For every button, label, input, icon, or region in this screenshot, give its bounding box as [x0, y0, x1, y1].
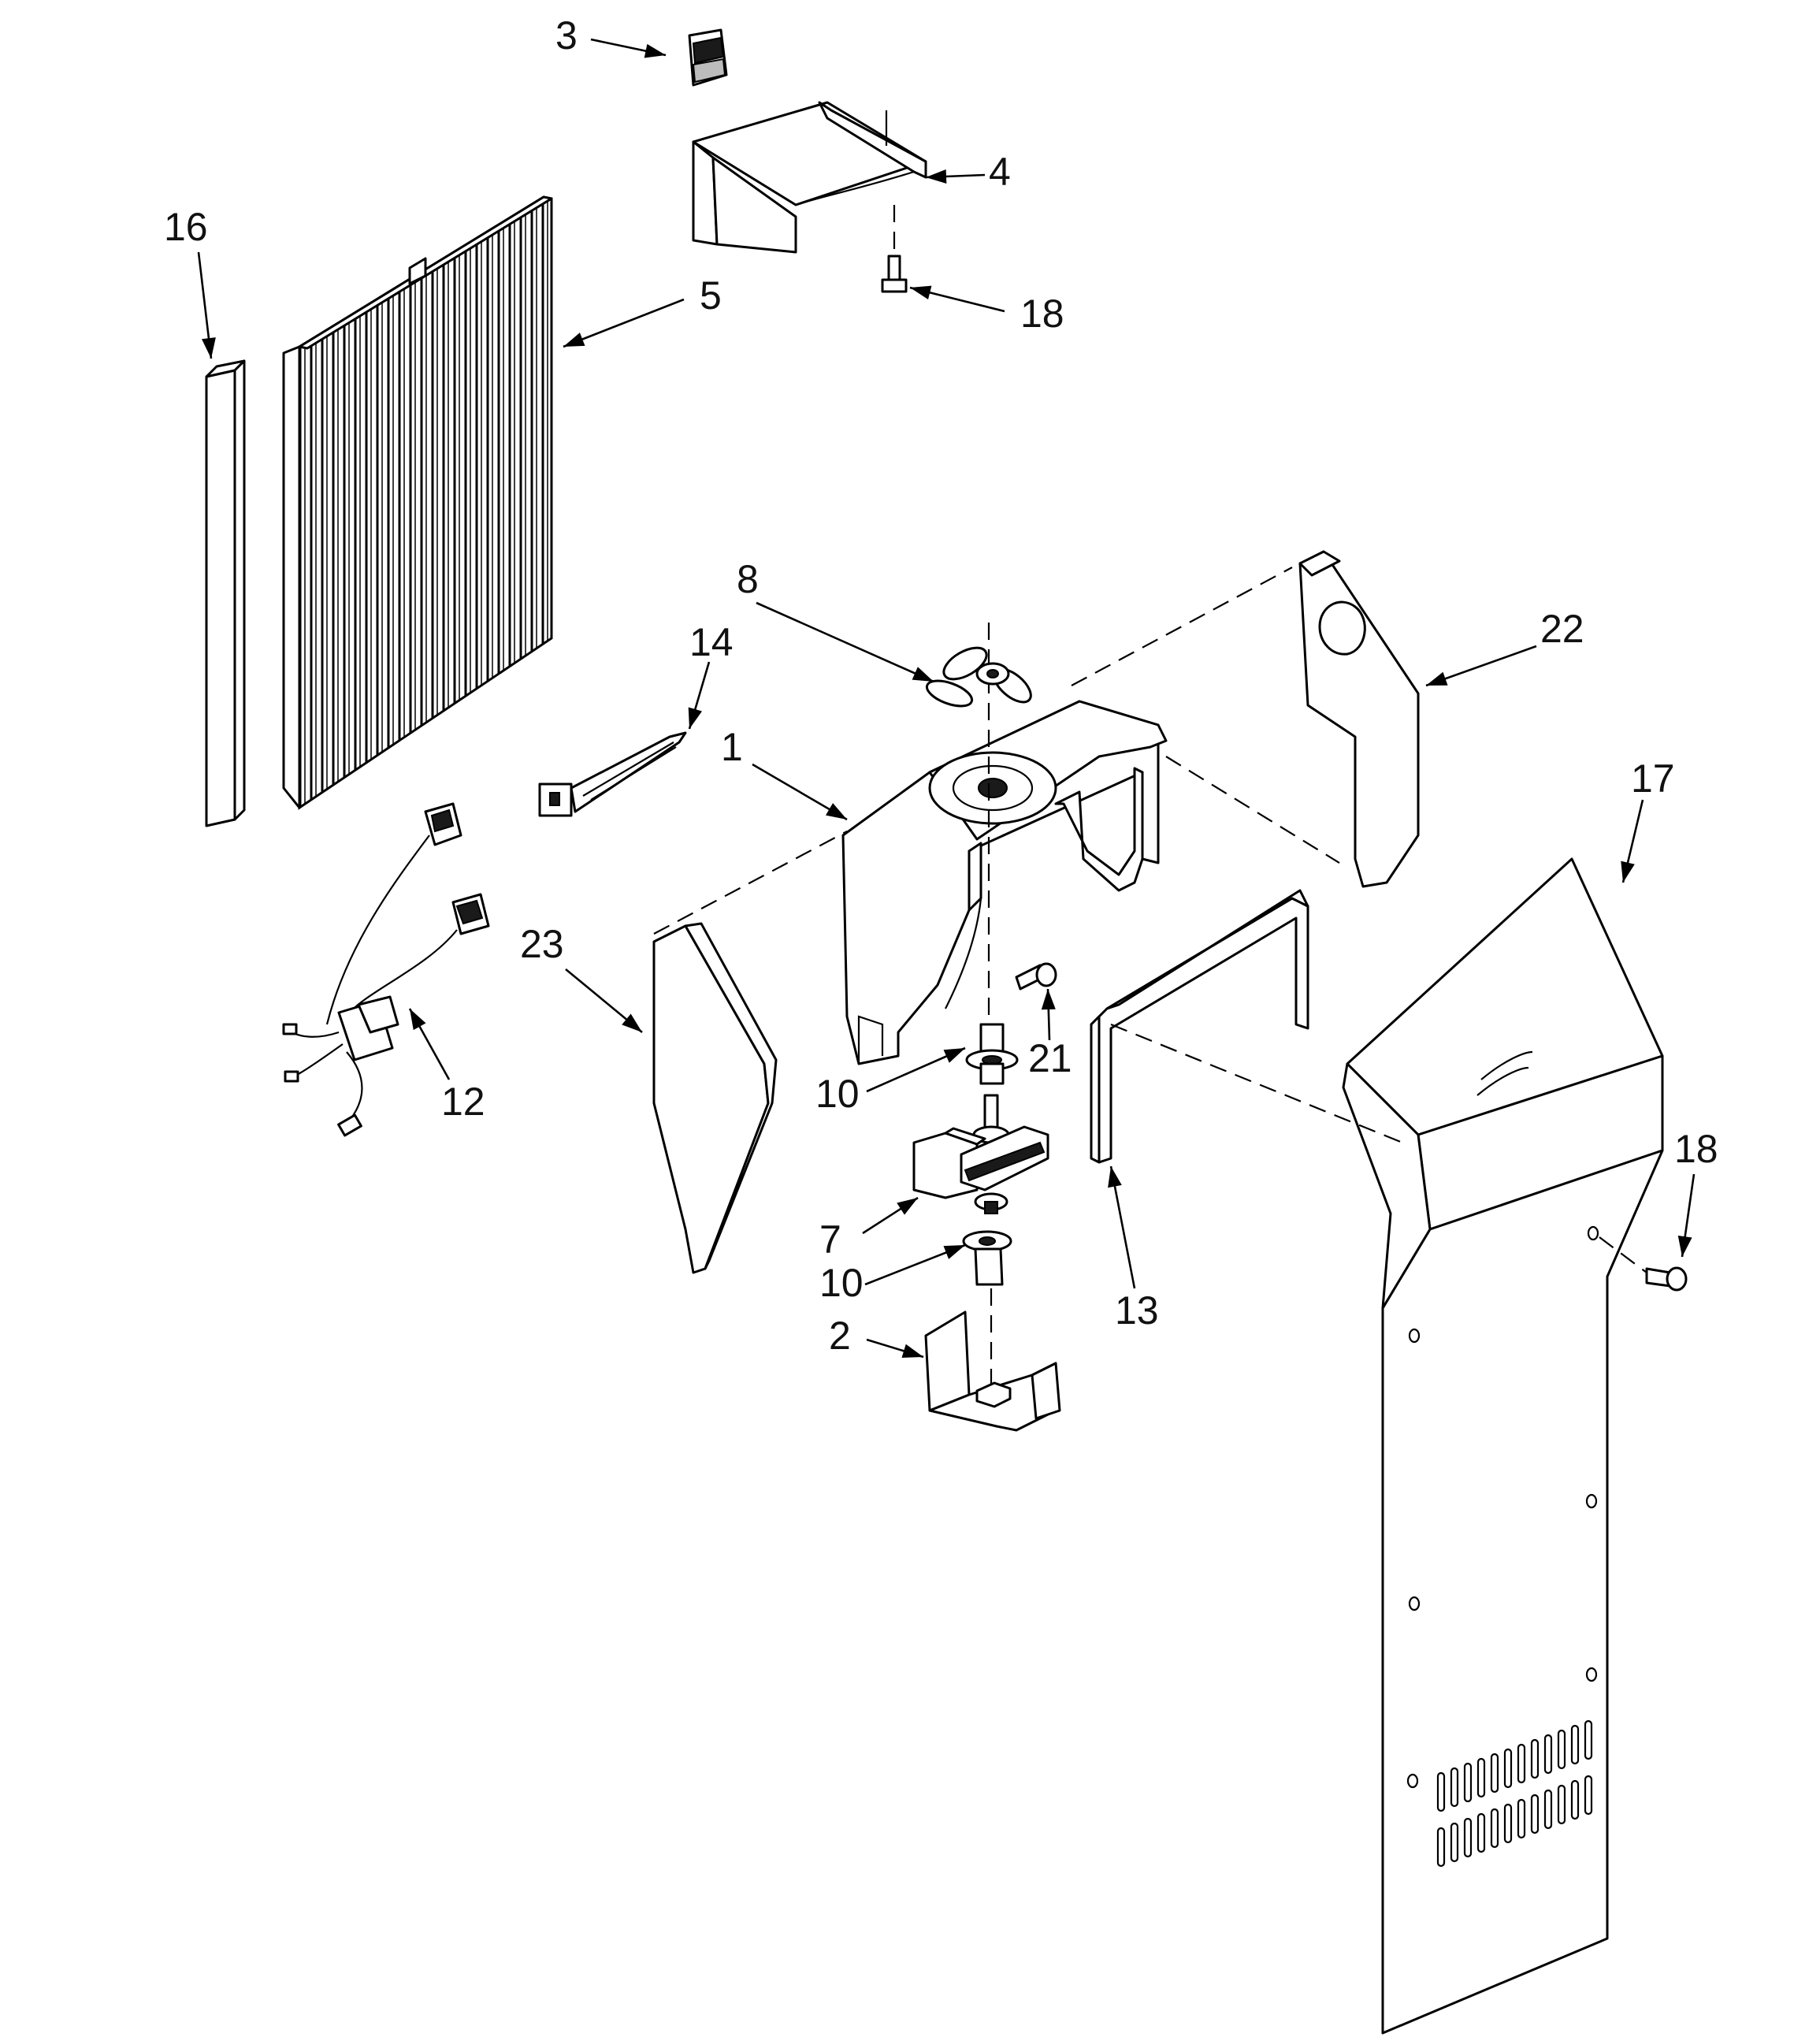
callout-4[interactable]: 4: [989, 150, 1011, 194]
callout-14[interactable]: 14: [689, 620, 734, 664]
assembly-phantom-lines: [653, 567, 1403, 1144]
part-5-condenser-panel[interactable]: [282, 195, 553, 810]
vent-slot: [1490, 1753, 1499, 1794]
callout-18-right[interactable]: 18: [1674, 1127, 1718, 1171]
callout-22[interactable]: 22: [1540, 607, 1584, 651]
part-14-cable-tie[interactable]: [538, 731, 687, 817]
part-22-side-panel[interactable]: [1298, 550, 1420, 888]
vent-slot: [1503, 1748, 1513, 1789]
vent-slot: [1530, 1738, 1540, 1779]
callout-3[interactable]: 3: [555, 13, 578, 58]
part-23-side-panel[interactable]: [652, 922, 778, 1274]
vent-slot: [1436, 1771, 1446, 1812]
leader-line-13: [1109, 1165, 1136, 1289]
callout-17[interactable]: 17: [1631, 756, 1675, 801]
arrowhead-icon: [910, 285, 932, 300]
callout-7[interactable]: 7: [819, 1217, 841, 1262]
callout-16[interactable]: 16: [164, 205, 208, 249]
part-12-wire-harness[interactable]: [282, 802, 490, 1137]
arrowhead-icon: [1108, 1166, 1122, 1188]
vent-slot: [1476, 1812, 1486, 1853]
part-10-grommet-upper[interactable]: [965, 1023, 1019, 1085]
arrowhead-icon: [897, 1198, 918, 1215]
vent-slot: [1436, 1827, 1446, 1868]
arrowhead-icon: [943, 1245, 965, 1259]
part-7-fan-motor[interactable]: [912, 1094, 1049, 1214]
callout-21[interactable]: 21: [1028, 1036, 1072, 1080]
part-10-grommet-lower[interactable]: [962, 1230, 1012, 1387]
arrowhead-icon: [1621, 861, 1635, 883]
arrowhead-icon: [1041, 989, 1056, 1010]
vent-slot: [1584, 1775, 1593, 1816]
vent-slot: [1476, 1757, 1486, 1798]
callout-2[interactable]: 2: [829, 1314, 851, 1358]
part-17-rear-panel[interactable]: [1342, 857, 1664, 2035]
vent-slot: [1450, 1822, 1459, 1863]
arrowhead-icon: [1677, 1235, 1692, 1257]
callout-1[interactable]: 1: [721, 725, 743, 769]
arrowhead-icon: [943, 1048, 965, 1063]
vent-slot: [1517, 1798, 1526, 1839]
callout-10-upper[interactable]: 10: [815, 1072, 860, 1116]
arrowhead-icon: [622, 1013, 642, 1032]
part-4-bracket[interactable]: [692, 101, 927, 254]
arrowhead-icon: [410, 1009, 426, 1031]
part-18-screw-top[interactable]: [881, 205, 908, 293]
vent-slot: [1543, 1734, 1553, 1775]
vent-slot: [1450, 1767, 1459, 1808]
part-3-clip[interactable]: [688, 28, 728, 87]
vent-slot: [1570, 1724, 1580, 1765]
arrowhead-icon: [926, 169, 947, 184]
vent-slot: [1463, 1817, 1473, 1858]
arrowhead-icon: [912, 667, 934, 682]
part-13-u-frame[interactable]: [1090, 889, 1309, 1164]
arrowhead-icon: [826, 803, 847, 820]
mount-hole-icon: [1406, 1225, 1599, 1789]
callout-18-top[interactable]: 18: [1020, 292, 1064, 336]
part-21-screw[interactable]: [1015, 962, 1057, 991]
arrowhead-icon: [563, 333, 585, 347]
part-2-bracket[interactable]: [924, 1310, 1061, 1432]
arrowhead-icon: [644, 43, 666, 58]
callout-leaders: [197, 38, 1696, 1359]
vent-slot: [1557, 1784, 1566, 1825]
callout-13[interactable]: 13: [1115, 1288, 1159, 1333]
vent-slot: [1463, 1762, 1473, 1803]
vent-slots: [1436, 1719, 1593, 1868]
leader-line-5: [563, 298, 685, 348]
part-1-fan-housing[interactable]: [841, 700, 1168, 1065]
part-8-fan-blade[interactable]: [923, 623, 1036, 1040]
callout-12[interactable]: 12: [441, 1080, 485, 1124]
leader-line-8: [756, 601, 934, 683]
vent-slot: [1530, 1794, 1540, 1834]
callout-5[interactable]: 5: [700, 273, 722, 318]
vent-slot: [1557, 1729, 1566, 1770]
arrowhead-icon: [202, 337, 216, 359]
vent-slot: [1490, 1808, 1499, 1849]
vent-slot: [1584, 1719, 1593, 1760]
part-16-strip[interactable]: [205, 359, 246, 827]
arrowhead-icon: [1426, 671, 1448, 686]
callout-10-lower[interactable]: 10: [819, 1261, 864, 1305]
vent-slot: [1570, 1779, 1580, 1820]
arrowhead-icon: [688, 707, 702, 729]
vent-slot: [1543, 1789, 1553, 1830]
vent-slot: [1517, 1743, 1526, 1784]
arrowhead-icon: [901, 1344, 923, 1359]
callout-23[interactable]: 23: [520, 922, 564, 966]
vent-slot: [1503, 1803, 1513, 1844]
part-18-screw-right[interactable]: [1599, 1236, 1688, 1292]
callout-8[interactable]: 8: [737, 557, 759, 601]
